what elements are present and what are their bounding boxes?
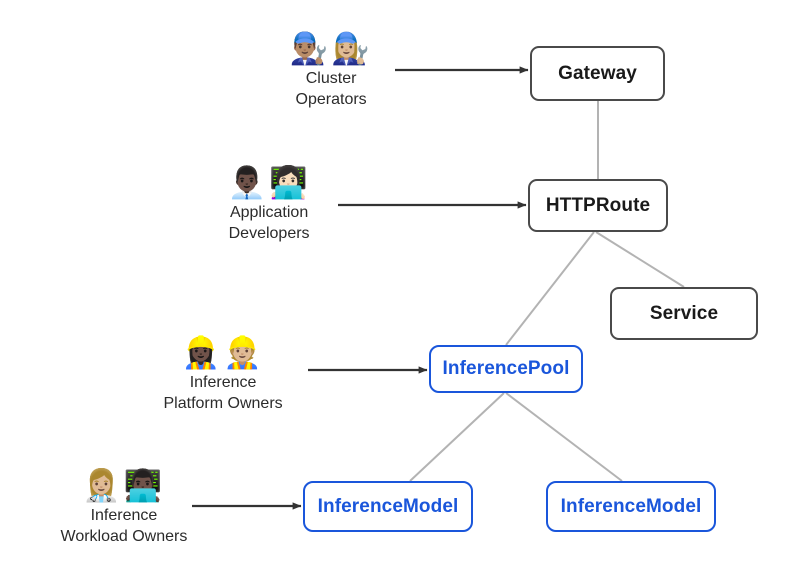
node-httproute[interactable]: HTTPRoute [528, 179, 668, 232]
man-mechanic-icon-woman-mechanic-icon: 👨🏽‍🔧👩🏼‍🔧 [289, 31, 373, 67]
persona-label-line1: Cluster [305, 70, 357, 88]
man-office-worker-icon-woman-technologist-icon: 👨🏿‍💼👩🏻‍💻 [227, 165, 311, 201]
node-label: InferenceModel [317, 495, 459, 517]
node-gateway[interactable]: Gateway [530, 46, 665, 101]
persona-label-line1: Inference [90, 507, 158, 525]
woman-construction-worker-icon-man-construction-worker-icon: 👷🏿‍♀️👷🏼 [181, 335, 265, 371]
node-label: HTTPRoute [545, 194, 651, 216]
node-inferencemodel2[interactable]: InferenceModel [546, 481, 716, 532]
woman-health-worker-icon-man-technologist-icon: 👩🏼‍⚕️👨🏿‍💻 [82, 468, 166, 504]
persona-label-line2: Operators [295, 90, 367, 108]
httproute-to-inferencepool [505, 231, 595, 346]
persona-label-line2: Platform Owners [163, 394, 283, 412]
node-label: Service [649, 302, 719, 324]
persona-arrows [192, 66, 529, 510]
inferencepool-to-inferencemodel-1 [409, 392, 505, 482]
persona-label-line1: Inference [189, 374, 257, 392]
node-inferencepool[interactable]: InferencePool [429, 345, 583, 393]
persona-label-line2: Workload Owners [60, 527, 188, 545]
inferencepool-to-inferencemodel-2 [505, 392, 623, 482]
httproute-to-service [595, 231, 685, 288]
node-label: InferencePool [442, 358, 570, 379]
node-label: Gateway [558, 62, 637, 84]
node-inferencemodel1[interactable]: InferenceModel [303, 481, 473, 532]
node-service[interactable]: Service [610, 287, 758, 340]
persona-label-line1: Application [229, 204, 309, 222]
node-label: InferenceModel [560, 495, 702, 517]
persona-label-line2: Developers [228, 224, 310, 242]
